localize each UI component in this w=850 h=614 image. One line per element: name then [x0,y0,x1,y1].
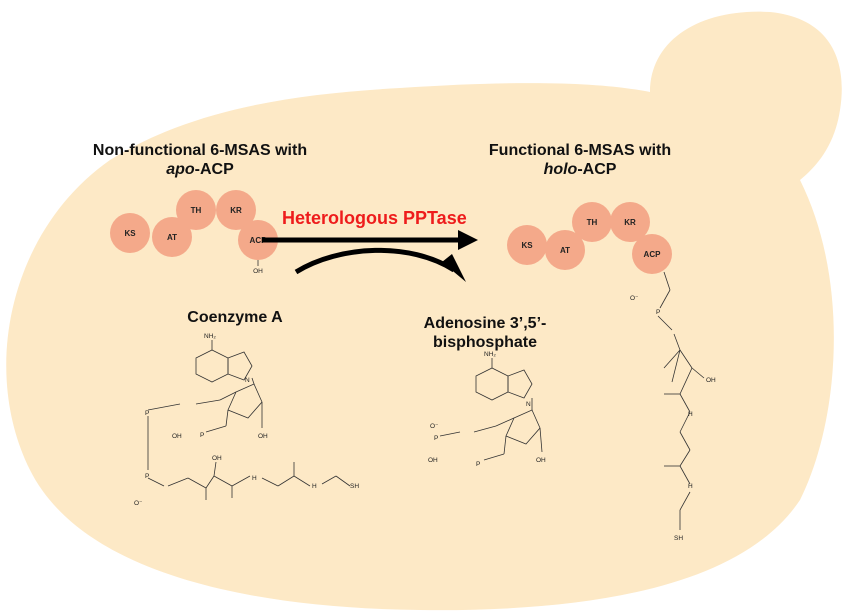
title-apo-rest: -ACP [194,161,234,178]
arm-h1: H [688,411,693,418]
coa-nh2: NH₂ [204,333,216,340]
coa-p3: P [145,473,149,480]
apo-enzyme: KS AT TH KR ACP OH [110,190,278,275]
domain-label-kr-right: KR [624,218,636,227]
domain-label-kr-left: KR [230,206,242,215]
domain-acp-right [632,234,672,274]
coa-h2: H [312,483,317,490]
abp-n: N [526,401,531,408]
abp-p2: P [476,461,480,468]
coa-p1: P [145,410,149,417]
reaction-label: Heterologous PPTase [282,208,467,228]
coa-n: N [245,377,250,384]
product-label-line1: Adenosine 3’,5’- [423,315,547,332]
bisphosphate-atoms: NH₂ N P OH P OH O⁻ [428,351,546,468]
title-apo-line2: apo-ACP [80,160,320,179]
oh-label-acp: OH [253,268,263,275]
domain-label-th-right: TH [587,218,598,227]
curved-arrowhead [442,254,466,282]
abp-oh2: OH [536,457,546,464]
substrate-label: Coenzyme A [187,309,283,326]
coenzyme-a-atoms: NH₂ N P OH P OH P OH H H SH O⁻ [134,333,359,507]
title-holo-line1: Functional 6-MSAS with [488,142,672,159]
domain-label-ks-right: KS [521,241,533,250]
arm-oh: OH [706,377,716,384]
coa-oh1: OH [172,433,182,440]
abp-nh2: NH₂ [484,351,496,358]
domain-at-left [152,217,192,257]
product-label: Adenosine 3’,5’- bisphosphate [400,314,570,352]
title-holo-italic: holo [543,161,578,178]
domain-kr-right [610,202,650,242]
domain-th-left [176,190,216,230]
abp-ominus: O⁻ [430,423,439,430]
coa-oh2: OH [258,433,268,440]
domain-th-right [572,202,612,242]
title-holo-rest: -ACP [577,161,617,178]
domain-label-acp-right: ACP [644,250,662,259]
arm-ominus: O⁻ [630,295,639,302]
domain-ks-right [507,225,547,265]
product-label-line2: bisphosphate [432,334,537,351]
holo-enzyme: KS AT TH KR ACP [507,202,672,274]
coa-sh: SH [350,483,359,490]
abp-oh1: OH [428,457,438,464]
domain-label-at-left: AT [167,233,177,242]
title-apo-line1: Non-functional 6-MSAS with [92,142,308,159]
domain-acp-left [238,220,278,260]
abp-p1: P [434,435,438,442]
domain-label-th-left: TH [191,206,202,215]
title-holo-line2: holo-ACP [460,160,700,179]
phosphopantetheine-atoms: P OH H H SH O⁻ [630,295,716,542]
domain-label-acp-left: ACP [250,236,268,245]
domain-label-ks-left: KS [124,229,136,238]
title-apo-italic: apo [166,161,195,178]
coa-oh3: OH [212,455,222,462]
coa-ominus: O⁻ [134,500,143,507]
arm-sh: SH [674,535,683,542]
arm-h2: H [688,483,693,490]
domain-label-at-right: AT [560,246,570,255]
arm-p: P [656,309,660,316]
coenzyme-a-structure [147,340,351,500]
main-arrowhead [458,230,478,250]
title-apo: Non-functional 6-MSAS with apo-ACP [80,141,320,179]
reaction-arrows [262,230,478,282]
coa-h: H [252,475,257,482]
bisphosphate-structure [439,358,543,461]
domain-ks-left [110,213,150,253]
curved-arrow [294,247,456,275]
yeast-cell [6,11,842,611]
phosphopantetheine-arm [657,271,705,530]
domain-at-right [545,230,585,270]
domain-kr-left [216,190,256,230]
title-holo: Functional 6-MSAS with holo-ACP [460,141,700,179]
coa-p2: P [200,432,204,439]
